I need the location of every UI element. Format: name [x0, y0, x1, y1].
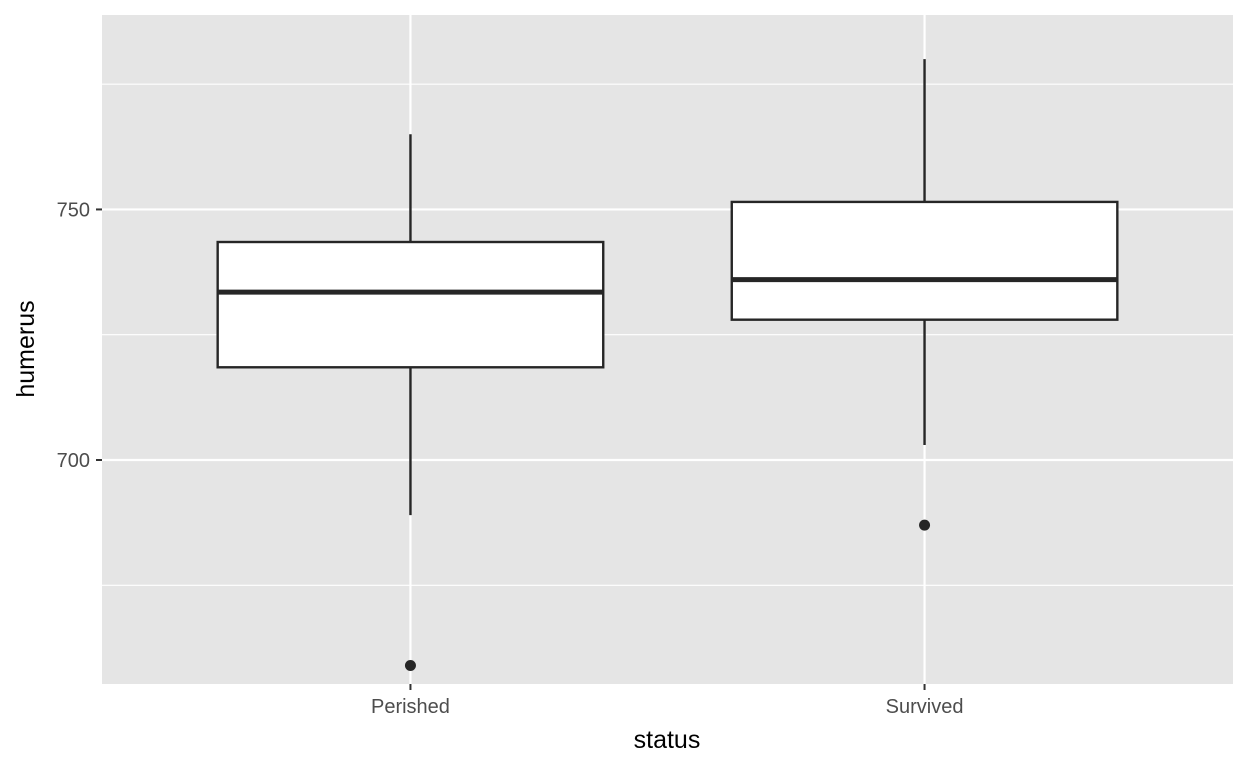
y-axis-title: humerus — [12, 300, 40, 397]
x-axis-title: status — [634, 726, 701, 754]
iqr-box — [730, 200, 1119, 321]
box-layer — [216, 59, 1119, 671]
y-tick-label: 700 — [57, 450, 90, 472]
y-tick-label: 750 — [57, 199, 90, 221]
iqr-box — [216, 240, 605, 369]
x-tick-label: Survived — [886, 696, 964, 718]
outlier-point — [919, 519, 931, 531]
outlier-point — [404, 659, 416, 671]
x-tick-label: Perished — [371, 696, 450, 718]
